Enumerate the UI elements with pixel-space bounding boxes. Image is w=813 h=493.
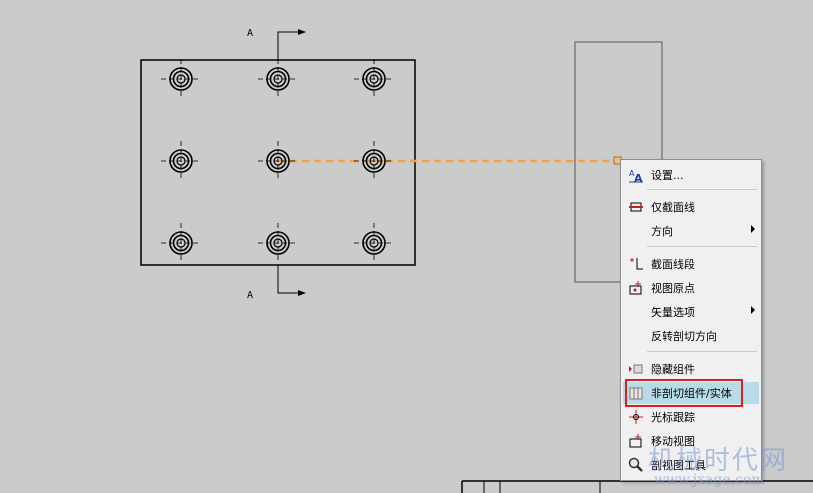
hide-component-icon: [627, 360, 645, 378]
section-line-icon: [627, 198, 645, 216]
menu-item-label: 视图原点: [651, 282, 695, 295]
menu-item-section-segment[interactable]: 截面线段: [623, 253, 759, 275]
section-marker-top[interactable]: [277, 31, 298, 60]
watermark-url: www.jxage.com: [654, 472, 765, 488]
menu-item-cursor-tracking[interactable]: 光标跟踪: [623, 406, 759, 428]
bolt-hole[interactable]: [354, 223, 394, 263]
submenu-arrow-icon: [751, 225, 755, 233]
cursor-tracking-icon: [627, 408, 645, 426]
magnifier-icon: [627, 456, 645, 474]
section-arrow-bottom: [298, 290, 306, 296]
menu-item-label: 截面线段: [651, 258, 695, 271]
bolt-hole[interactable]: [354, 141, 394, 181]
menu-item-section-line-only[interactable]: 仅截面线: [623, 196, 759, 218]
menu-item-view-origin[interactable]: 视图原点: [623, 277, 759, 299]
menu-item-label: 非剖切组件/实体: [651, 387, 732, 400]
bolt-hole[interactable]: [354, 59, 394, 99]
view-origin-icon: [627, 279, 645, 297]
menu-item-move-view[interactable]: 移动视图: [623, 430, 759, 452]
menu-separator: [647, 351, 757, 352]
menu-item-label: 仅截面线: [651, 201, 695, 214]
bolt-hole[interactable]: [161, 59, 201, 99]
bolt-hole[interactable]: [258, 223, 298, 263]
menu-separator: [647, 246, 757, 247]
section-label-bottom: A: [247, 290, 254, 301]
highlight-box: [625, 379, 743, 407]
bolt-hole[interactable]: [161, 223, 201, 263]
move-view-icon: [627, 432, 645, 450]
svg-text:A: A: [629, 169, 635, 178]
menu-item-label: 光标跟踪: [651, 411, 695, 424]
menu-item-label: 反转剖切方向: [651, 330, 717, 343]
section-arrow-top: [298, 29, 306, 35]
menu-item-label: 设置...: [651, 169, 684, 182]
menu-item-label: 方向: [651, 225, 673, 238]
bolt-hole[interactable]: [258, 59, 298, 99]
bolt-hole[interactable]: [161, 141, 201, 181]
watermark-text: 机械时代网: [648, 446, 789, 476]
hole-group: [161, 59, 394, 263]
menu-item-label: 矢量选项: [651, 306, 695, 319]
menu-item-label: 剖视图工具: [651, 459, 706, 472]
section-segment-icon: [627, 255, 645, 273]
menu-item-reverse-direction[interactable]: 反转剖切方向: [623, 325, 759, 347]
section-marker-bottom[interactable]: [277, 265, 298, 294]
bolt-hole[interactable]: [258, 141, 298, 181]
menu-item-label: 移动视图: [651, 435, 695, 448]
menu-item-vector-options[interactable]: 矢量选项: [623, 301, 759, 323]
non-section-component-icon: [627, 384, 645, 402]
menu-item-section-view-tool[interactable]: 剖视图工具: [623, 454, 759, 476]
menu-item-label: 隐藏组件: [651, 363, 695, 376]
menu-item-non-section-component[interactable]: 非剖切组件/实体: [623, 382, 759, 404]
menu-item-direction[interactable]: 方向: [623, 220, 759, 242]
submenu-arrow-icon: [751, 306, 755, 314]
menu-item-hide-component[interactable]: 隐藏组件: [623, 358, 759, 380]
svg-text:A: A: [634, 172, 643, 183]
menu-separator: [647, 189, 757, 190]
section-label-top: A: [247, 28, 254, 39]
